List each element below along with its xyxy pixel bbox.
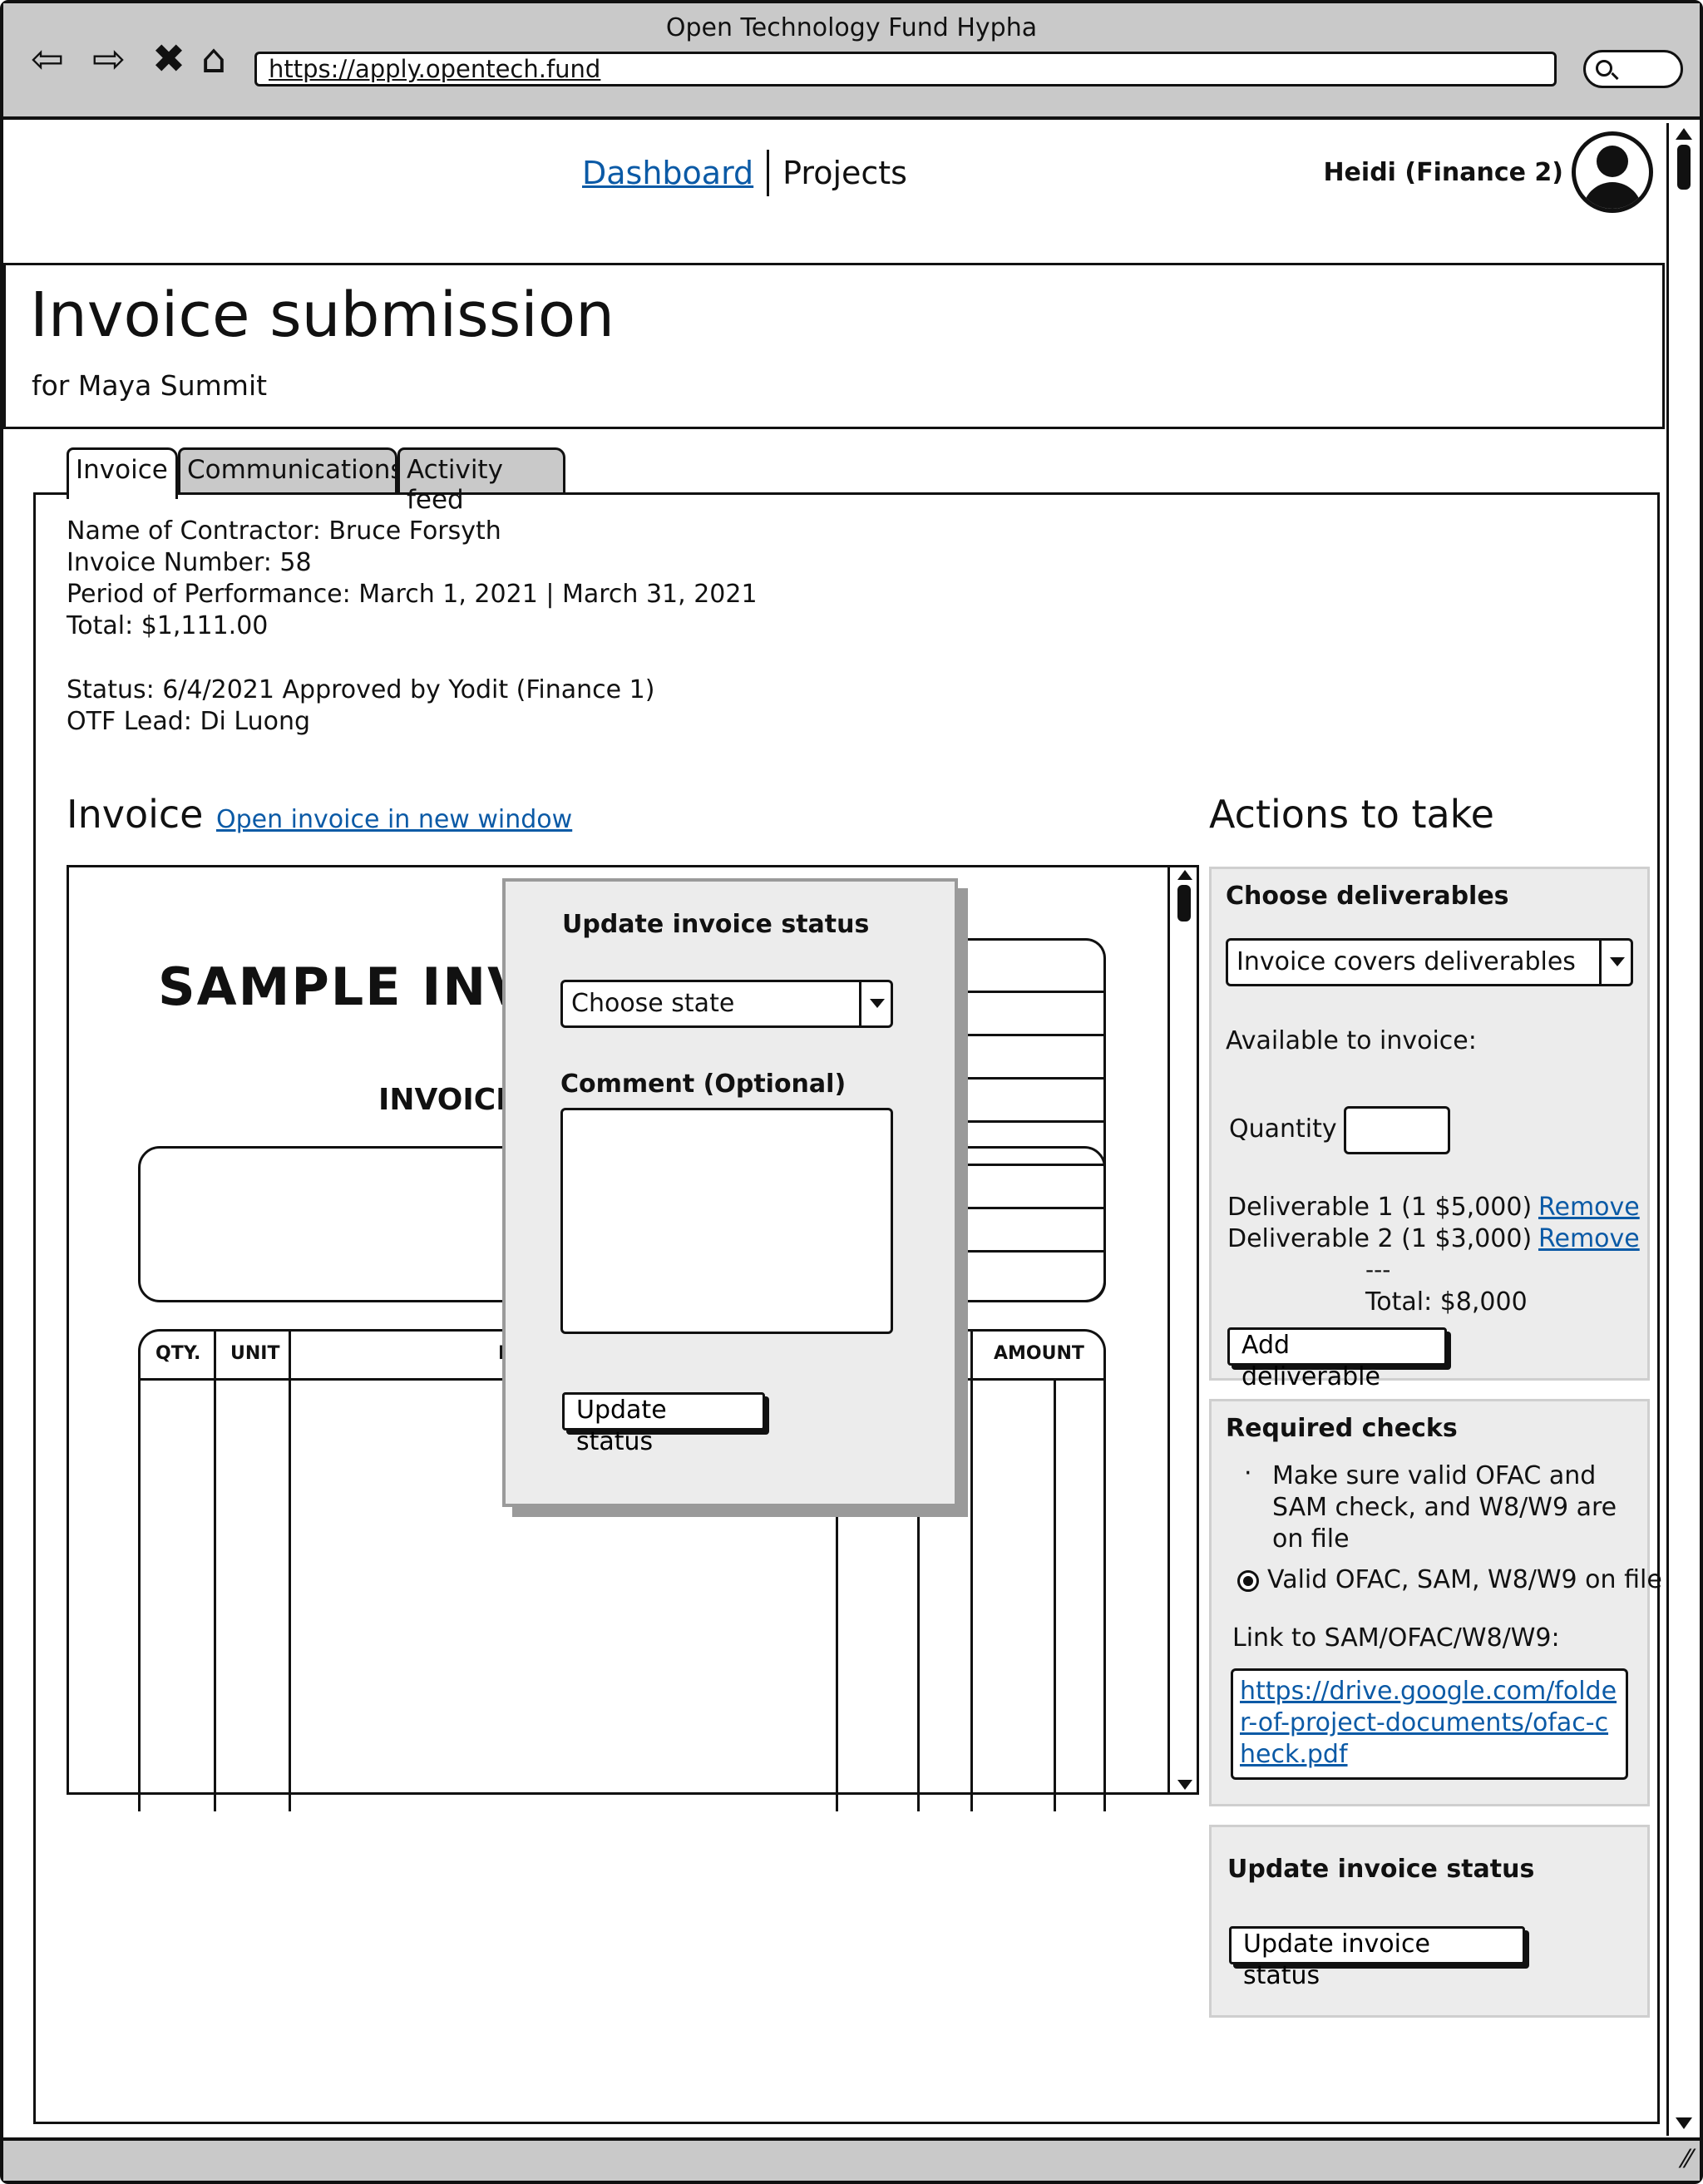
remove-deliverable-link[interactable]: Remove <box>1538 1193 1640 1222</box>
state-select[interactable]: Choose state <box>560 980 893 1028</box>
deliverable-item: Deliverable 2 (1 $3,000) <box>1227 1224 1533 1253</box>
deliverables-select[interactable]: Invoice covers deliverables <box>1226 938 1633 986</box>
page-scrollbar[interactable] <box>1666 123 1700 2136</box>
chevron-down-icon[interactable] <box>1599 941 1631 984</box>
documents-link-label: Link to SAM/OFAC/W8/W9: <box>1232 1623 1560 1653</box>
top-nav: Dashboard Projects <box>582 148 907 198</box>
valid-checks-label: Valid OFAC, SAM, W8/W9 on file <box>1267 1565 1662 1594</box>
user-name[interactable]: Heidi (Finance 2) <box>1323 158 1563 187</box>
nav-dashboard-link[interactable]: Dashboard <box>582 155 754 191</box>
tab-panel <box>33 492 1660 2124</box>
nav-divider <box>767 150 770 196</box>
dialog-title: Update invoice status <box>562 910 870 939</box>
comment-field[interactable] <box>560 1108 893 1334</box>
period-of-performance: Period of Performance: March 1, 2021 | M… <box>67 580 758 609</box>
avatar-icon[interactable] <box>1572 131 1653 213</box>
remove-deliverable-link[interactable]: Remove <box>1538 1224 1640 1253</box>
page-title: Invoice submission <box>30 279 615 351</box>
actions-heading: Actions to take <box>1209 792 1494 837</box>
update-invoice-status-button[interactable]: Update invoice status <box>1229 1926 1525 1990</box>
invoice-scrollbar[interactable] <box>1167 865 1199 1795</box>
invoice-number: Invoice Number: 58 <box>67 548 312 577</box>
open-invoice-link[interactable]: Open invoice in new window <box>216 805 573 834</box>
deliverables-select-value: Invoice covers deliverables <box>1237 947 1576 976</box>
url-bar[interactable]: https://apply.opentech.fund <box>254 52 1557 86</box>
column-unit: UNIT <box>230 1343 280 1364</box>
update-invoice-title: Update invoice status <box>1227 1855 1535 1884</box>
chevron-down-icon[interactable] <box>859 982 891 1025</box>
deliverables-total: Total: $8,000 <box>1365 1287 1528 1317</box>
tab-communications[interactable]: Communications <box>178 447 404 494</box>
deliverable-item: Deliverable 1 (1 $5,000) <box>1227 1193 1533 1222</box>
window-title: Open Technology Fund Hypha <box>665 13 1038 42</box>
comment-label: Comment (Optional) <box>560 1070 847 1099</box>
deliverables-title: Choose deliverables <box>1226 882 1509 911</box>
invoice-label: INVOICE <box>378 1083 516 1117</box>
home-icon[interactable]: ⌂ <box>200 36 227 82</box>
state-select-value: Choose state <box>571 989 735 1018</box>
bullet-icon: · <box>1244 1459 1252 1488</box>
browser-search-box[interactable] <box>1583 50 1683 88</box>
tab-activity-feed[interactable]: Activity feed <box>397 447 565 515</box>
search-icon <box>1596 60 1612 77</box>
browser-statusbar: ⁄⁄ <box>3 2137 1700 2181</box>
add-deliverable-button[interactable]: Add deliverable <box>1227 1327 1447 1391</box>
scroll-down-icon[interactable] <box>1676 2117 1692 2129</box>
scroll-down-icon[interactable] <box>1177 1780 1192 1790</box>
invoice-status: Status: 6/4/2021 Approved by Yodit (Fina… <box>67 675 655 704</box>
scroll-up-icon[interactable] <box>1177 870 1192 880</box>
update-invoice-panel <box>1209 1825 1650 2018</box>
scroll-up-icon[interactable] <box>1676 128 1692 140</box>
otf-lead: OTF Lead: Di Luong <box>67 707 311 736</box>
page-subtitle: for Maya Summit <box>32 369 268 402</box>
documents-link[interactable]: https://drive.google.com/folder-of-proje… <box>1240 1677 1617 1769</box>
required-checks-title: Required checks <box>1226 1414 1458 1443</box>
invoice-meta-box <box>915 938 1106 1302</box>
total-separator: --- <box>1365 1256 1391 1283</box>
column-amount: AMOUNT <box>994 1343 1084 1364</box>
quantity-input[interactable] <box>1344 1106 1450 1154</box>
scroll-thumb[interactable] <box>1177 885 1191 922</box>
tab-invoice[interactable]: Invoice <box>67 447 178 499</box>
invoice-heading: Invoice <box>67 792 204 837</box>
resize-grip-icon[interactable]: ⁄⁄ <box>1682 2145 1691 2174</box>
documents-link-box: https://drive.google.com/folder-of-proje… <box>1231 1668 1628 1780</box>
quantity-label: Quantity <box>1229 1114 1337 1144</box>
scroll-thumb[interactable] <box>1677 145 1691 190</box>
available-to-invoice-label: Available to invoice: <box>1226 1026 1477 1055</box>
check-instruction: Make sure valid OFAC and SAM check, and … <box>1272 1461 1617 1554</box>
column-qty: QTY. <box>155 1343 201 1364</box>
page-header <box>3 263 1665 429</box>
back-arrow-icon[interactable]: ⇦ <box>30 36 65 82</box>
forward-arrow-icon[interactable]: ⇨ <box>91 36 126 82</box>
invoice-total: Total: $1,111.00 <box>67 611 269 640</box>
valid-checks-radio[interactable] <box>1237 1570 1259 1592</box>
contractor-name: Name of Contractor: Bruce Forsyth <box>67 516 501 546</box>
stop-icon[interactable]: ✖ <box>151 36 186 82</box>
nav-projects-link[interactable]: Projects <box>782 155 907 191</box>
update-status-button[interactable]: Update status <box>562 1392 765 1456</box>
